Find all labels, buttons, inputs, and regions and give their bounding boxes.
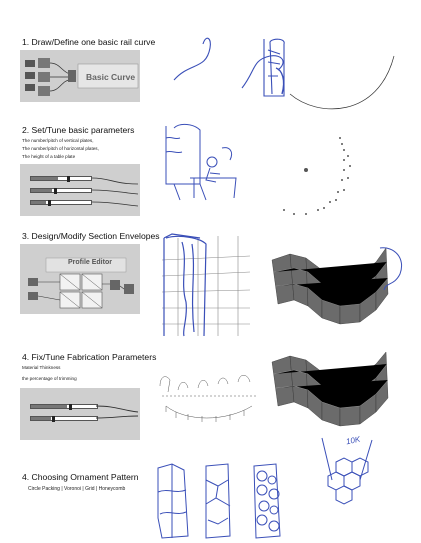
profile-editor-node-label: Profile Editor	[68, 259, 112, 266]
ornament-pattern-options: Circle Packing | Voronoi | Grid | Honeyc…	[28, 486, 126, 492]
profile-editor-screenshot: Profile Editor	[20, 244, 140, 314]
trimming-percentage-slider[interactable]	[30, 415, 98, 422]
profile-editor-node-graph	[28, 257, 134, 309]
rail-curve-sketches	[173, 37, 395, 110]
step-2-param-3: The height of a table plate	[22, 154, 76, 159]
fabrication-parts-layout	[159, 375, 256, 422]
material-thickness-slider[interactable]	[30, 403, 98, 410]
step-2-title: 2. Set/Tune basic parameters	[22, 125, 135, 135]
step-3-title: 3. Design/Modify Section Envelopes	[22, 231, 160, 241]
plate-point-array	[283, 137, 351, 215]
fabrication-sliders-screenshot	[20, 388, 140, 440]
step-4-title: 4. Fix/Tune Fabrication Parameters	[22, 352, 157, 362]
table-height-slider[interactable]	[30, 199, 92, 206]
step-2-param-1: The number/pitch of vertical plates,	[22, 138, 94, 143]
step-2-param-2: The number/pitch of horizontal plates,	[22, 146, 99, 151]
basic-curve-screenshot: Basic Curve	[20, 50, 140, 102]
step-4-param-2: the percentage of trimming	[22, 376, 77, 381]
honeycomb-sketch	[321, 437, 373, 505]
horizontal-pitch-slider[interactable]	[30, 187, 92, 194]
section-envelope-render	[271, 247, 402, 325]
step-1-title: 1. Draw/Define one basic rail curve	[22, 37, 156, 47]
fabrication-render	[271, 351, 389, 427]
step-5-title: 4. Choosing Ornament Pattern	[22, 472, 139, 482]
parameter-sliders-screenshot	[20, 164, 140, 216]
basic-curve-node-label: Basic Curve	[86, 72, 136, 82]
section-envelope-sketch	[161, 233, 251, 337]
ornament-pattern-sketches	[157, 463, 281, 539]
step-4-param-1: Material Thinkness	[22, 365, 61, 370]
person-at-table-sketch	[165, 123, 237, 201]
vertical-pitch-slider[interactable]	[30, 175, 92, 182]
basic-curve-node-graph	[25, 58, 139, 96]
